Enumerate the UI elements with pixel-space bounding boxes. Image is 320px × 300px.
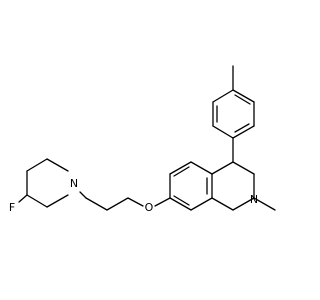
tolyl-ring xyxy=(212,89,255,139)
structure-canvas: O N N F xyxy=(9,65,276,214)
ring-nitrogen-label: N xyxy=(250,193,258,206)
propyl-bond-2 xyxy=(85,197,108,211)
benzo-ring xyxy=(169,161,213,211)
aryl-oxygen-bond xyxy=(154,197,171,207)
piperidine-ring xyxy=(26,158,69,208)
propyl-bond-1 xyxy=(106,197,129,211)
piperidine-nitrogen-label: N xyxy=(70,177,78,190)
molecule-diagram: O N N F xyxy=(9,65,276,214)
chain-nitrogen-bond xyxy=(79,191,87,199)
tetrahydro-ring xyxy=(211,161,255,211)
n-methyl-bond xyxy=(253,197,276,211)
ether-oxygen-label: O xyxy=(145,201,154,214)
fluorine-bond xyxy=(18,194,28,203)
fluorine-label: F xyxy=(9,201,15,214)
oxygen-chain-bond xyxy=(127,197,144,207)
